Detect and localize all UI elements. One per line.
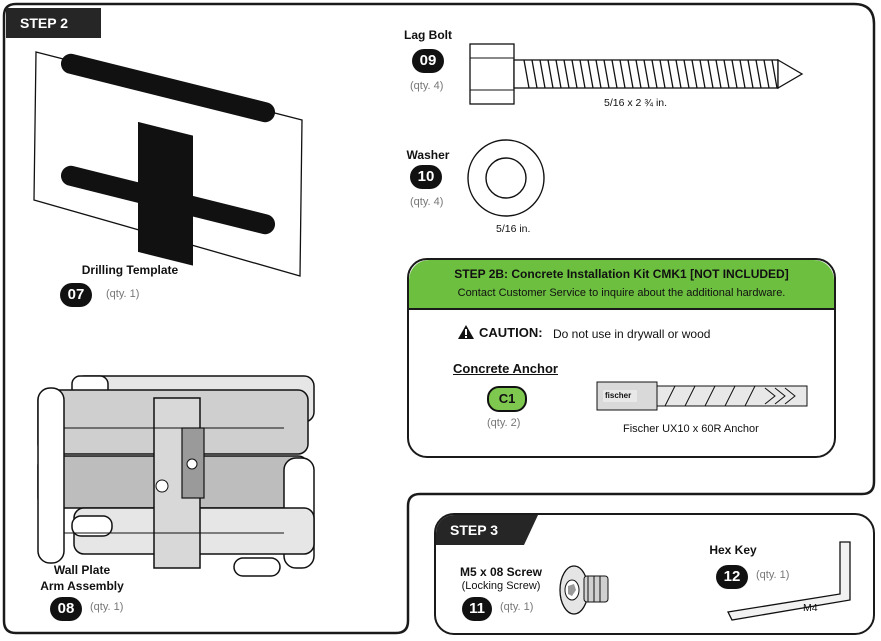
drilling-template-label: Drilling Template (81, 263, 179, 277)
concrete-anchor-number-badge: C1 (487, 386, 527, 412)
wall-plate-label-line2: Arm Assembly (40, 579, 124, 593)
drilling-template-qty: (qty. 1) (106, 288, 140, 300)
concrete-kit-subtitle: Contact Customer Service to inquire abou… (457, 287, 786, 299)
fischer-anchor-illustration (596, 381, 808, 411)
washer-qty: (qty. 4) (410, 196, 444, 208)
wall-plate-number-badge: 08 (50, 597, 82, 621)
caution-text: Do not use in drywall or wood (553, 327, 711, 341)
lag-bolt-illustration (469, 43, 804, 105)
locking-screw-illustration (559, 565, 609, 615)
drilling-template-illustration (33, 51, 303, 277)
drilling-template-number-badge: 07 (60, 283, 92, 307)
step2-tab-notch (85, 8, 99, 38)
screw-label: M5 x 08 Screw (459, 565, 543, 579)
concrete-anchor-qty: (qty. 2) (487, 417, 521, 429)
hex-key-label: Hex Key (709, 543, 757, 557)
wall-plate-arm-assembly-illustration (37, 375, 315, 577)
screw-number-badge: 11 (462, 597, 492, 621)
lag-bolt-qty: (qty. 4) (410, 80, 444, 92)
hex-key-number-badge: 12 (716, 565, 748, 589)
concrete-anchor-label: Concrete Anchor (453, 361, 558, 376)
hex-key-qty: (qty. 1) (756, 569, 790, 581)
wall-plate-qty: (qty. 1) (90, 601, 124, 613)
lag-bolt-number-badge: 09 (412, 49, 444, 73)
fischer-anchor-caption: Fischer UX10 x 60R Anchor (623, 423, 759, 435)
washer-label: Washer (406, 148, 450, 162)
screw-qty: (qty. 1) (500, 601, 534, 613)
washer-dimension: 5/16 in. (496, 223, 531, 235)
wall-plate-label-line1: Wall Plate (53, 563, 111, 577)
washer-number-badge: 10 (410, 165, 442, 189)
caution-word: CAUTION: (479, 325, 543, 340)
concrete-kit-box: STEP 2B: Concrete Installation Kit CMK1 … (407, 258, 836, 458)
concrete-kit-header (409, 260, 834, 310)
hex-key-size: M4 (803, 602, 818, 614)
washer-illustration (467, 139, 545, 217)
lag-bolt-dimension: 5/16 x 2 ¾ in. (604, 97, 668, 109)
fischer-brand-text: fischer (605, 391, 632, 400)
step3-tab-notch (524, 515, 538, 545)
lag-bolt-label: Lag Bolt (404, 28, 452, 42)
screw-sublabel: (Locking Screw) (461, 580, 541, 592)
warning-icon (458, 325, 474, 339)
hex-key-illustration (727, 541, 851, 621)
concrete-kit-title: STEP 2B: Concrete Installation Kit CMK1 … (454, 267, 789, 281)
step3-tab: STEP 3 (436, 515, 524, 545)
